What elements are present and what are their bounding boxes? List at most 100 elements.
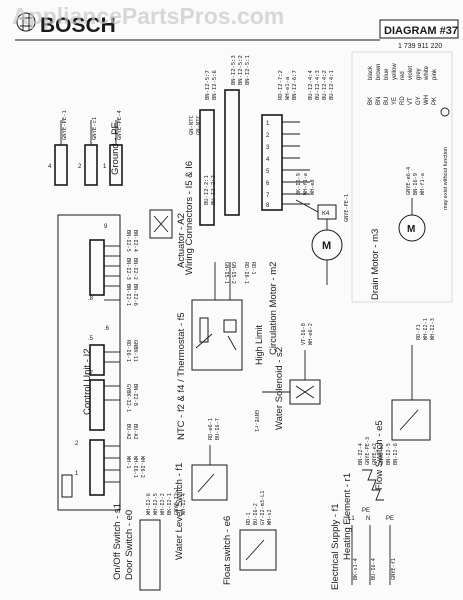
sw-wire-2: WH-I2-5: [153, 493, 159, 515]
cu-wire-mid-4: BN-I2-8: [132, 384, 138, 406]
heater-wire-5: BN-I2-5: [386, 443, 392, 465]
ground-connector-1: [54, 144, 68, 186]
circ-wire-3: WH-e8: [310, 179, 316, 195]
heating-element-resistor-icon: [362, 469, 384, 501]
circulation-motor-m: M: [322, 240, 331, 252]
door-switch-body: [139, 519, 161, 591]
float-wire-4: WH-s2: [267, 509, 273, 525]
ground-wire-3: GNYE-PE-4: [117, 110, 123, 140]
legend-frame: [351, 51, 453, 303]
float-switch-body: [239, 529, 277, 571]
supply-wire-3: GNYE-f1: [391, 558, 397, 580]
legend-name-1: black: [368, 65, 374, 80]
circulation-motor-block: Circulation Motor - m2 M K4 BK-I6-9 WH-f…: [268, 173, 350, 355]
cu-wire-top-3: BN-I2-3: [125, 258, 131, 280]
legend-code-9: PK: [432, 97, 438, 105]
conn-wire-2: BN-I2-5:6: [212, 70, 218, 100]
legend-name-7: grey: [416, 68, 422, 80]
drain-wire-1: GNYE-e6-4: [406, 167, 412, 195]
legend-name-5: red: [400, 71, 406, 80]
conn-wire-10: BU-I2-4:3: [315, 70, 321, 100]
conn-pin-7: 7: [266, 193, 270, 199]
wiring-connectors-block: Wiring Connectors - I5 & I6 BN-I2-5:7 BN…: [184, 55, 335, 275]
ntc-wire-1: GN-I5-1: [223, 262, 229, 284]
cu-pin-8: .8: [88, 296, 94, 302]
control-unit-fuse: [61, 474, 73, 498]
conn-left-3: BU-I2-2:1: [204, 175, 210, 205]
ground-title: Ground - PE: [110, 122, 121, 175]
cu-wire-mid-3: GYBK-I2-1: [125, 384, 131, 412]
legend-code-5: RD: [400, 96, 406, 105]
footnote-marker-icon: [440, 107, 450, 117]
legend-code-3: BU: [384, 97, 390, 105]
float-wire-2: BU-I6-2: [253, 503, 259, 525]
ntc-wire-3: RD-I6-1: [243, 262, 249, 284]
solenoid-wire-3: WH-e6-2: [308, 323, 314, 345]
conn-wire-11: BU-I2-4:2: [322, 70, 328, 100]
conn-wire-4: BN-I2-5:2: [238, 55, 244, 85]
conn-pin-1: 1: [266, 121, 270, 127]
conn-wire-7: WH-e1-a: [285, 77, 291, 100]
heating-element-block: Heating Element - r1 PE BN-I2-4 GNYE-PE-…: [342, 437, 399, 560]
brand-name: BOSCH: [40, 14, 116, 37]
cu-wire-low-3: WH-1: [125, 456, 131, 469]
flow-wire-1: RD-f1: [416, 324, 422, 340]
thermostat-contact: [223, 319, 237, 333]
float-switch-block: Float switch - e6 RD-1 BU-I6-2 GY-I2-m3-…: [222, 491, 277, 585]
legend-code-4: YE: [392, 97, 398, 105]
float-wire-1: RD-1: [246, 513, 252, 526]
supply-term-pe: PE: [386, 516, 394, 522]
legend-name-6: violet: [408, 66, 414, 80]
solenoid-wire-2: VT-I6-8: [301, 323, 307, 345]
conn-wire-5: BN-I2-5:1: [245, 55, 251, 85]
cu-wire-top-2: BN-I2-4: [132, 230, 138, 252]
conn-wire-9: BU-I2-4:4: [308, 70, 314, 100]
bosch-logo-icon: [16, 12, 36, 32]
circulation-conn-label: K4: [322, 211, 330, 217]
drain-wire-2: BN-I6-9: [413, 173, 419, 195]
actuator-symbol-icon: [153, 215, 169, 233]
electrical-supply-block: Electrical Supply - f1 L1 N PE BK-s1-4 B…: [330, 503, 397, 590]
conn-wire-1: BN-I2-5:7: [205, 70, 211, 100]
conn-pin-3: 3: [266, 145, 270, 151]
cu-pin-2: 2: [75, 441, 79, 447]
cu-wire-top-6: BN-I2-6: [132, 284, 138, 306]
ntc-title: NTC - f2 & f4 / Thermostat - f5: [176, 312, 187, 440]
high-limit-label: High Limit: [254, 324, 264, 365]
water-level-contact-icon: [197, 473, 215, 493]
heater-wire-4: GNYE-e2: [379, 443, 385, 465]
legend-name-2: brown: [376, 64, 382, 80]
cu-pin-7: .7: [88, 371, 94, 377]
color-legend: BK black BN brown BU blue YE yellow RD r…: [351, 51, 453, 303]
actuator-block: Actuator - A2: [149, 209, 187, 268]
electrical-supply-title: Electrical Supply - f1: [330, 503, 341, 590]
cu-connector-c: [89, 379, 105, 431]
conn-pin-4: 4: [266, 157, 270, 163]
connector-i6-right: [261, 114, 283, 211]
ground-pin-3: 1: [103, 164, 107, 170]
actuator-coil: [149, 209, 173, 239]
cu-wire-low-4: WH-I6-1: [132, 456, 138, 478]
control-unit-block: Control Unit - I2 1 2 .5 .6 .7 .8 9 BN-I…: [57, 214, 145, 511]
conn-wire-6: RD-I2-7:2: [278, 70, 284, 100]
solenoid-symbol-icon: [295, 385, 315, 399]
conn-wire-12: BU-I2-4:1: [329, 70, 335, 100]
circulation-motor-title: Circulation Motor - m2: [268, 262, 279, 355]
conn-left-2: GN-NTC: [189, 115, 195, 135]
circ-wire-2: WH-f1-a: [303, 173, 309, 195]
on-off-title: On/Off Switch - s1: [112, 503, 123, 580]
supply-term-n: N: [366, 516, 370, 522]
part-number: 1 739 911 220: [398, 43, 442, 50]
cu-wire-top-5: BN-I2-1: [125, 284, 131, 306]
legend-footnote: may exist without function: [443, 147, 449, 210]
cu-connector-a: [89, 239, 105, 296]
legend-name-3: blue: [384, 68, 390, 80]
cu-wire-low-1: BU-A2: [125, 424, 131, 440]
ground-connector-2: [84, 144, 98, 186]
drain-motor-m: M: [407, 224, 415, 235]
door-switch-title: Door Switch - e0: [124, 510, 135, 580]
flow-switch-block: Flow Switch - e5 RD-f1 WH-I2-1 WH-I2-3: [374, 318, 436, 490]
conn-left-1: GN-NTC: [196, 115, 202, 135]
sw-wire-3: WH-I2-2: [160, 493, 166, 515]
